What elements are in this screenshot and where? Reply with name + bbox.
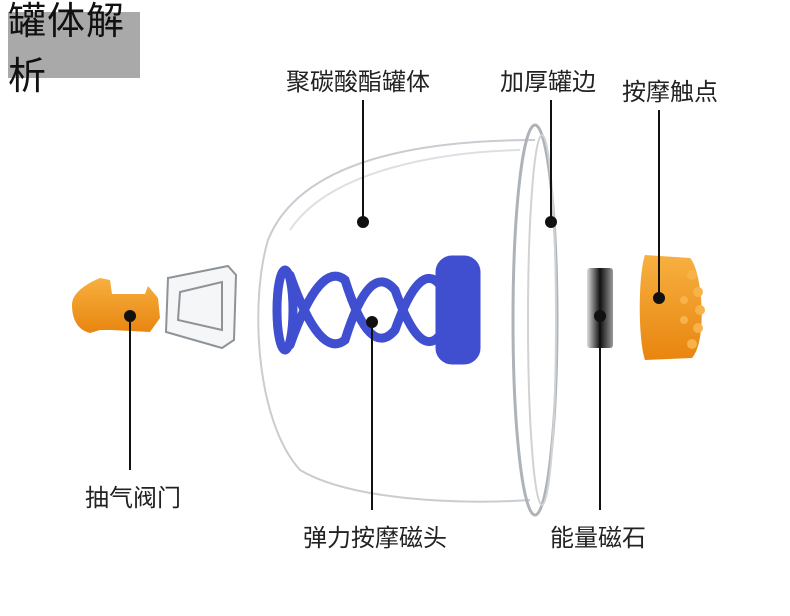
cup-rim (511, 123, 559, 517)
page-title: 罐体解析 (8, 0, 126, 98)
title-box: 罐体解析 (8, 0, 140, 98)
valve-seat (164, 264, 238, 350)
label-massage-contact: 按摩触点 (622, 78, 718, 106)
label-spring-head: 弹力按摩磁头 (303, 524, 447, 552)
spring-massage-head (272, 255, 481, 365)
valve (72, 278, 160, 333)
magnet-disc (587, 268, 613, 348)
cup-body (257, 139, 536, 503)
label-magnet: 能量磁石 (550, 524, 646, 552)
massage-contact (639, 255, 705, 360)
leader-lines (124, 100, 665, 510)
label-suction-valve: 抽气阀门 (85, 484, 181, 512)
label-thick-rim: 加厚罐边 (500, 68, 596, 96)
label-cup-body: 聚碳酸酯罐体 (286, 68, 430, 96)
